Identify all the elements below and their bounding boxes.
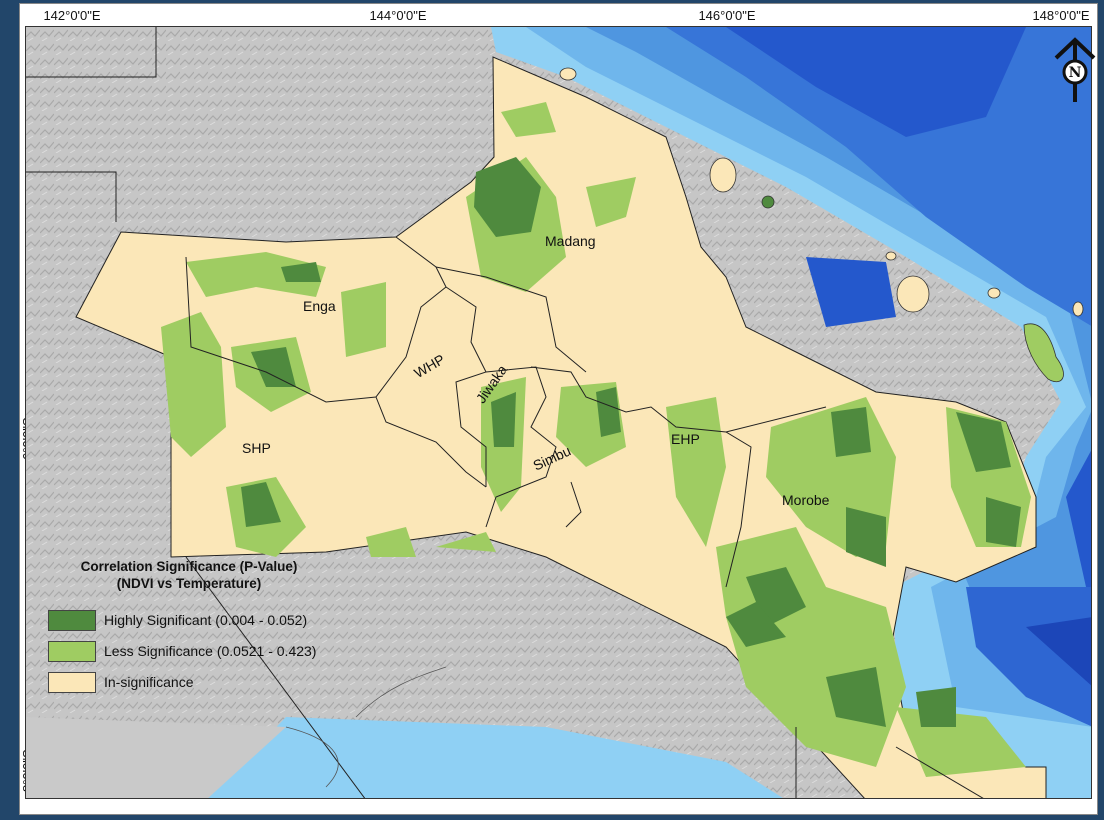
north-letter: N: [1069, 65, 1082, 81]
gulf-sea: [207, 717, 783, 798]
legend-title-line1: Correlation Significance (P-Value): [80, 559, 298, 574]
map-svg: [26, 27, 1091, 798]
legend-label-in: In-significance: [104, 674, 194, 690]
legend-swatch-highly: [48, 609, 96, 631]
longitude-label-142: 142°0'0"E: [43, 8, 101, 23]
longitude-label-146: 146°0'0"E: [698, 8, 756, 23]
map-canvas[interactable]: [25, 26, 1092, 799]
region-label-shp: SHP: [242, 440, 271, 456]
legend-title-line2: (NDVI vs Temperature): [116, 576, 262, 591]
longitude-label-148: 148°0'0"E: [1032, 8, 1090, 23]
legend: Correlation Significance (P-Value) (NDVI…: [48, 558, 378, 693]
legend-item-highly-significant: Highly Significant (0.004 - 0.052): [48, 609, 378, 631]
highly-significant-zones: [241, 157, 1021, 727]
region-label-madang: Madang: [545, 233, 596, 249]
legend-item-in-significance: In-significance: [48, 671, 378, 693]
longitude-label-144: 144°0'0"E: [369, 8, 427, 23]
legend-label-highly: Highly Significant (0.004 - 0.052): [104, 612, 308, 628]
region-label-enga: Enga: [303, 298, 336, 314]
region-label-ehp: EHP: [671, 431, 700, 447]
north-arrow-icon: N: [1054, 37, 1096, 102]
legend-label-less: Less Significance (0.0521 - 0.423): [104, 643, 317, 659]
north-arrow: N: [1052, 36, 1098, 106]
sea-bathymetry: [491, 27, 1091, 798]
region-label-morobe: Morobe: [782, 492, 830, 508]
river-delta: [285, 666, 447, 788]
legend-item-less-significant: Less Significance (0.0521 - 0.423): [48, 640, 378, 662]
province-boundaries: [26, 27, 984, 798]
legend-swatch-in: [48, 671, 96, 693]
terrain-south: [26, 717, 286, 798]
legend-swatch-less: [48, 640, 96, 662]
